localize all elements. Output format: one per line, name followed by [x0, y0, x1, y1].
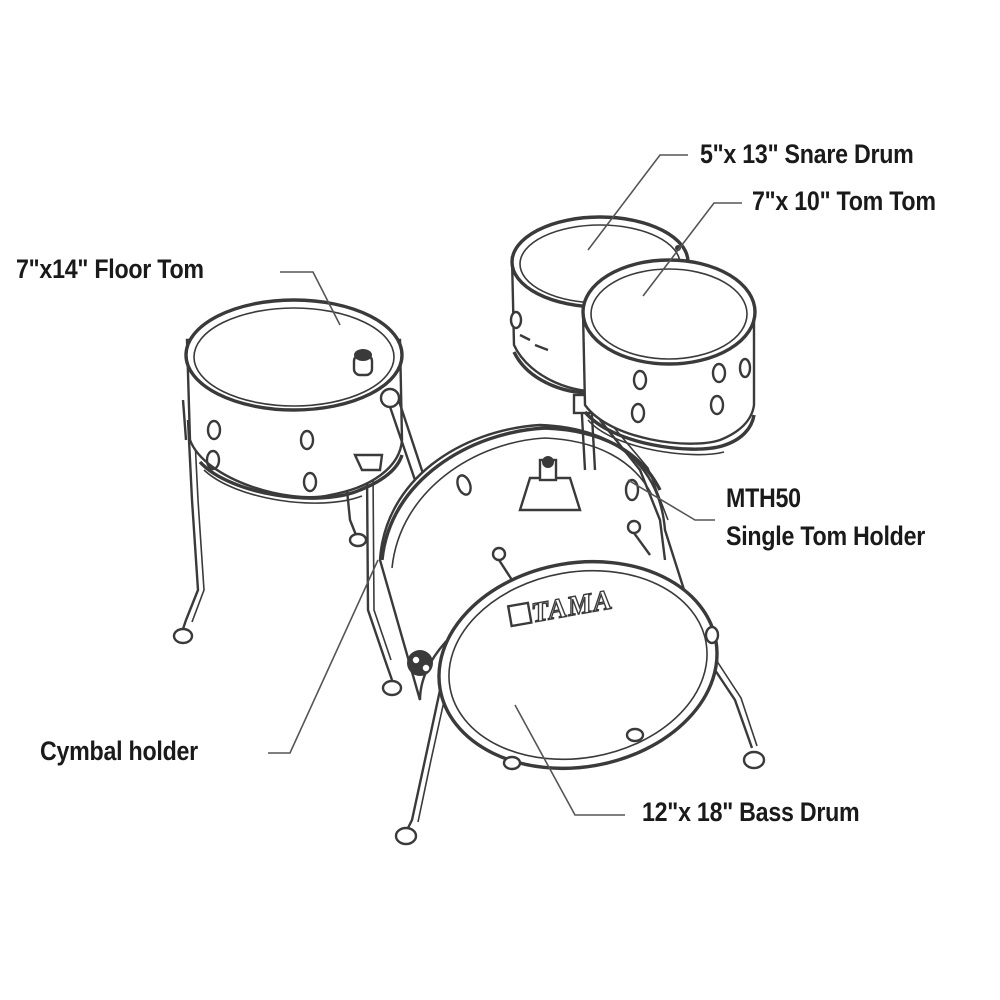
- leader-cymbal-holder: [268, 559, 379, 754]
- leader-tom-tom: [642, 202, 742, 297]
- label-cymbal-holder: Cymbal holder: [40, 736, 198, 766]
- leader-bass-drum: [514, 704, 625, 816]
- tom-tom-drawing: [581, 245, 757, 456]
- leader-snare: [587, 154, 688, 251]
- label-bass-drum: 12"x 18" Bass Drum: [642, 797, 860, 827]
- label-snare-drum: 5"x 13" Snare Drum: [700, 139, 914, 169]
- leader-floor-tom: [280, 271, 341, 326]
- bass-drum-drawing: [378, 423, 766, 846]
- label-tom-holder-name: Single Tom Holder: [726, 521, 926, 551]
- leader-lines: [268, 154, 742, 816]
- floor-tom-drawing: [172, 298, 404, 697]
- label-tom-tom: 7"x 10" Tom Tom: [752, 186, 936, 216]
- leader-tom-holder: [627, 479, 715, 521]
- label-floor-tom: 7"x14" Floor Tom: [16, 254, 204, 284]
- label-tom-holder-model: MTH50: [726, 483, 801, 513]
